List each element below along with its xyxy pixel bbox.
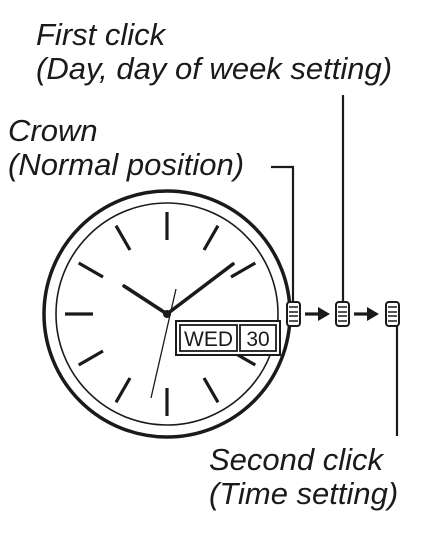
watch-hands [122, 262, 235, 399]
hour-marker-7 [114, 377, 132, 404]
second-click-label: Second click (Time setting) [209, 443, 398, 511]
day-of-week-text: WED [184, 328, 233, 351]
leader-lines [271, 95, 399, 436]
crown-second-click [385, 301, 400, 327]
hands-pivot [163, 310, 171, 318]
second-click-subtitle: (Time setting) [209, 476, 399, 511]
first-click-title: First click [36, 17, 166, 52]
day-date-window: WED 30 [175, 320, 281, 356]
first-click-label: First click (Day, day of week setting) [36, 18, 392, 86]
date-text: 30 [246, 328, 269, 351]
crown-normal [286, 301, 301, 327]
hour-marker-5 [202, 377, 220, 404]
hour-marker-2 [230, 261, 257, 279]
second-hand [150, 288, 177, 399]
crown-label: Crown (Normal position) [8, 114, 244, 182]
hour-marker-1 [202, 224, 220, 251]
hour-marker-8 [77, 349, 104, 367]
crown-first-click [335, 301, 350, 327]
crown-subtitle: (Normal position) [8, 147, 245, 182]
crown-leader [271, 165, 295, 302]
hour-marker-10 [77, 261, 104, 279]
second-click-title: Second click [209, 442, 384, 477]
crown-title: Crown [8, 113, 98, 148]
arrow-right-icon [305, 307, 330, 321]
hour-hand [122, 284, 169, 316]
arrow-right-icon [354, 307, 379, 321]
first-click-subtitle: (Day, day of week setting) [36, 51, 393, 86]
hour-marker-11 [114, 224, 132, 251]
minute-hand [165, 262, 235, 316]
